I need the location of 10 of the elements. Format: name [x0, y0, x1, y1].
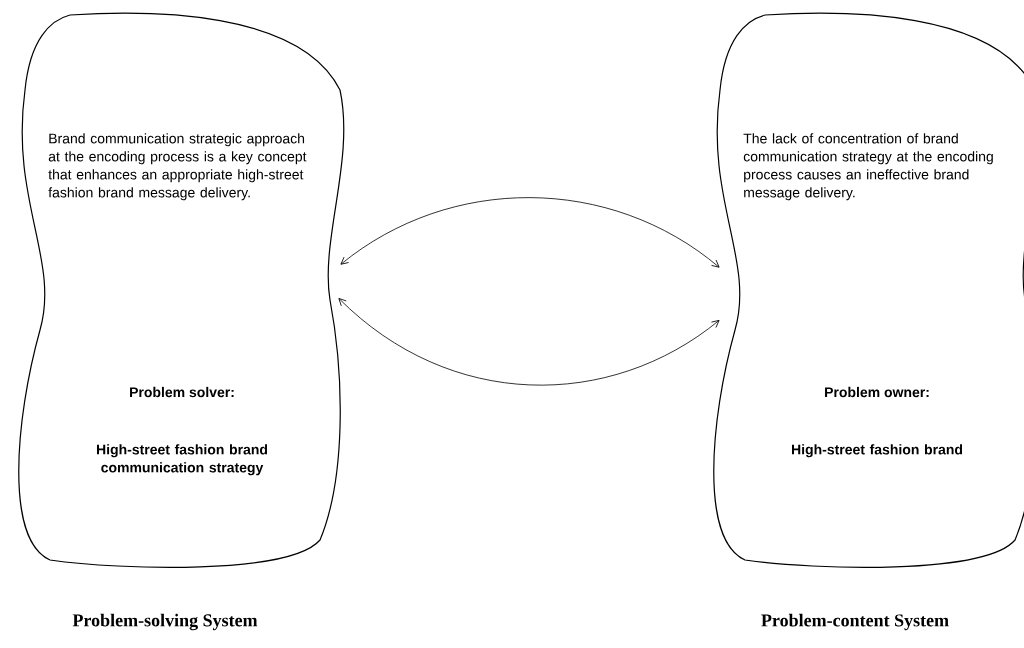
curved-arrow: [338, 298, 720, 386]
role-heading: Problem owner:: [825, 386, 929, 398]
system-caption: Problem-solving System: [72, 613, 258, 631]
description-text: Brand communication strategic approach at the encoding process is a key concept that enhances an appropriate high-street fashion brand message delivery.: [48, 133, 307, 201]
role-heading: Problem solver:: [130, 386, 234, 398]
curved-arrow: [340, 197, 720, 268]
system-caption: Problem-content System: [761, 613, 949, 631]
description-text: The lack of concentration of brand communication strategy at the encoding process causes an ineffective brand message delivery.: [743, 133, 993, 201]
role-text: High-street fashion brand communication strategy: [97, 444, 268, 476]
role-text: High-street fashion brand: [792, 444, 963, 458]
